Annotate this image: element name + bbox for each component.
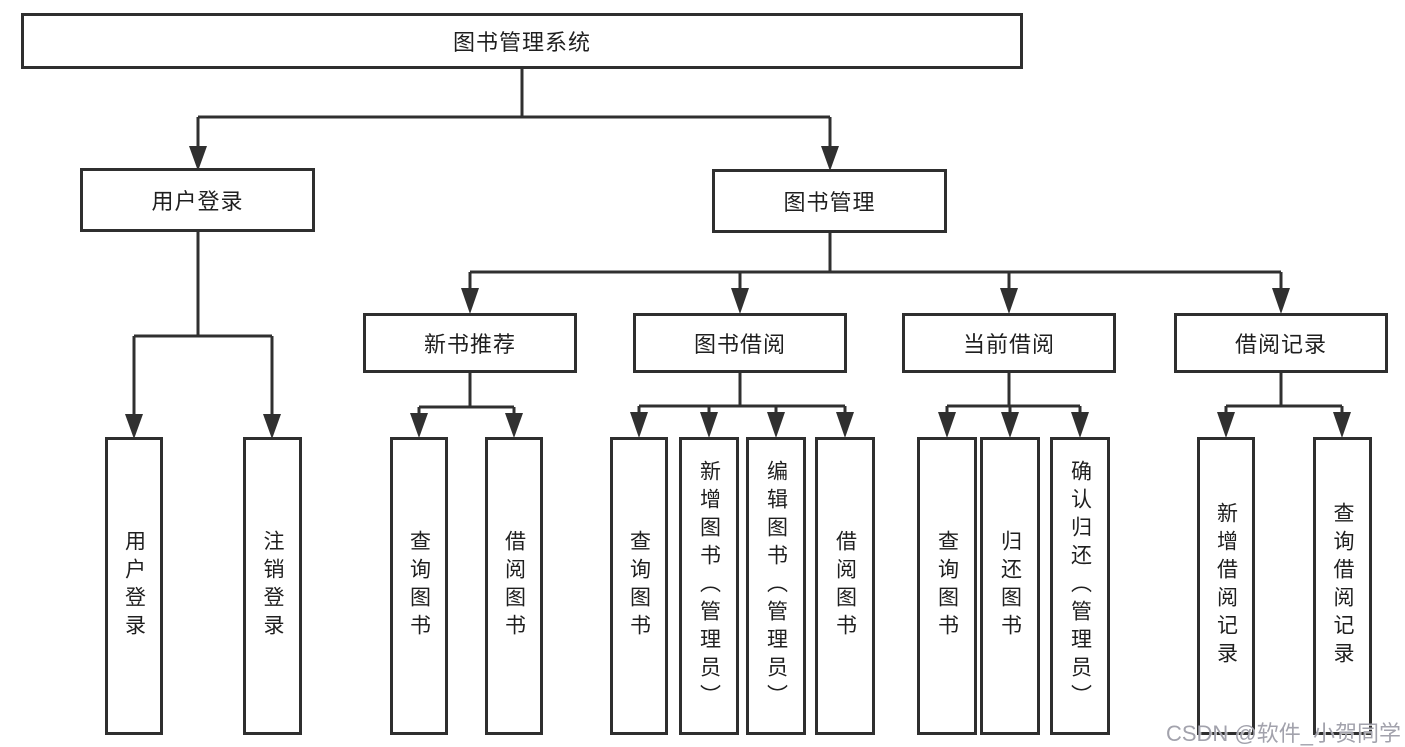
connector-root-to-level2 <box>189 69 839 171</box>
node-leaf-query-book-1-label: 查询图书 <box>407 530 431 642</box>
connector-book-borrow-children <box>630 373 854 438</box>
node-leaf-confirm-return-label: 确认归还（管理员） <box>1068 460 1092 712</box>
node-leaf-borrow-book-1: 借阅图书 <box>485 437 543 735</box>
node-root-label: 图书管理系统 <box>452 30 591 55</box>
node-leaf-user-login: 用户登录 <box>105 437 163 735</box>
node-book-mgmt: 图书管理 <box>712 169 947 233</box>
node-borrow-records-label: 借阅记录 <box>1234 332 1327 357</box>
node-leaf-edit-book-label: 编辑图书（管理员） <box>764 460 788 712</box>
node-leaf-confirm-return: 确认归还（管理员） <box>1050 437 1110 735</box>
node-leaf-query-record: 查询借阅记录 <box>1313 437 1372 735</box>
node-leaf-query-book-2: 查询图书 <box>610 437 668 735</box>
connector-current-borrow-children <box>938 373 1089 438</box>
node-leaf-add-record-label: 新增借阅记录 <box>1214 502 1238 670</box>
node-leaf-return-book-label: 归还图书 <box>998 530 1022 642</box>
node-current-borrow: 当前借阅 <box>902 313 1116 373</box>
node-leaf-query-book-3: 查询图书 <box>917 437 977 735</box>
node-leaf-add-book-label: 新增图书（管理员） <box>697 460 721 712</box>
node-book-borrow: 图书借阅 <box>633 313 847 373</box>
node-leaf-query-book-1: 查询图书 <box>390 437 448 735</box>
node-leaf-borrow-book-2: 借阅图书 <box>815 437 875 735</box>
node-borrow-records: 借阅记录 <box>1174 313 1388 373</box>
connector-borrow-records-children <box>1217 373 1351 438</box>
node-leaf-query-book-3-label: 查询图书 <box>935 530 959 642</box>
node-leaf-borrow-book-2-label: 借阅图书 <box>833 530 857 642</box>
node-user-login-label: 用户登录 <box>151 189 244 214</box>
connector-book-mgmt-children <box>461 233 1290 314</box>
node-leaf-edit-book: 编辑图书（管理员） <box>746 437 806 735</box>
node-leaf-return-book: 归还图书 <box>980 437 1040 735</box>
node-new-book-rec-label: 新书推荐 <box>423 332 516 357</box>
node-root: 图书管理系统 <box>21 13 1023 69</box>
connector-user-login-children <box>125 232 281 439</box>
node-book-mgmt-label: 图书管理 <box>783 190 876 215</box>
connector-new-book-rec-children <box>410 373 523 438</box>
node-leaf-borrow-book-1-label: 借阅图书 <box>502 530 526 642</box>
node-book-borrow-label: 图书借阅 <box>693 332 786 357</box>
node-leaf-add-record: 新增借阅记录 <box>1197 437 1255 735</box>
node-leaf-logout: 注销登录 <box>243 437 302 735</box>
node-current-borrow-label: 当前借阅 <box>962 332 1055 357</box>
node-new-book-rec: 新书推荐 <box>363 313 577 373</box>
node-leaf-query-record-label: 查询借阅记录 <box>1331 502 1354 670</box>
node-leaf-logout-label: 注销登录 <box>261 530 284 642</box>
watermark-text: CSDN @软件_小贺同学 <box>1165 721 1401 746</box>
node-leaf-query-book-2-label: 查询图书 <box>627 530 651 642</box>
node-leaf-add-book: 新增图书（管理员） <box>679 437 739 735</box>
node-leaf-user-login-label: 用户登录 <box>122 530 146 642</box>
node-user-login: 用户登录 <box>80 168 315 232</box>
